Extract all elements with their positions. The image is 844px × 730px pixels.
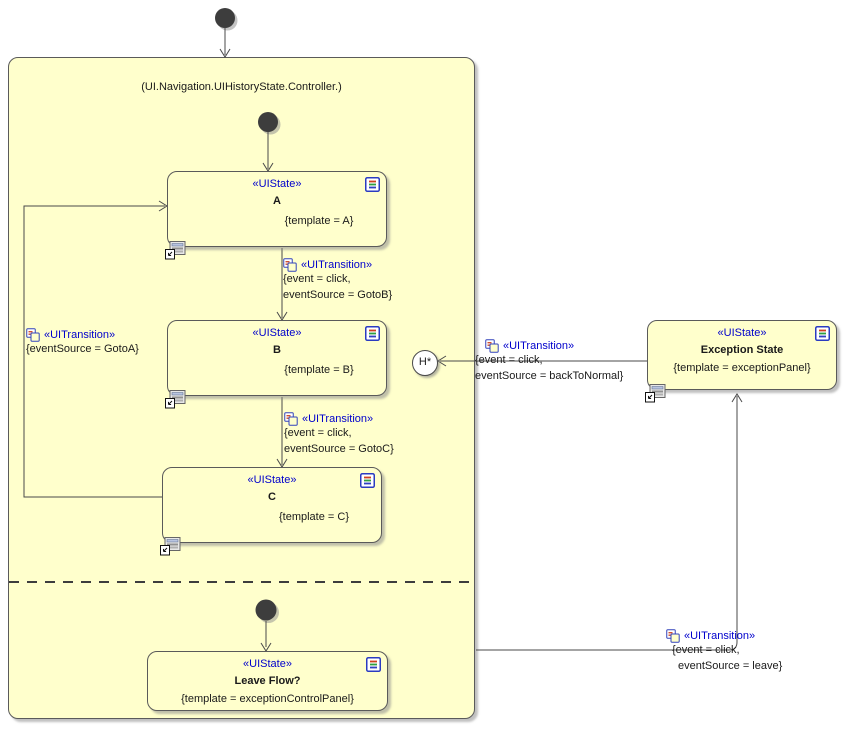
initial-state-dot-outer[interactable] (215, 8, 238, 58)
state-template-constraint: {template = exceptionPanel} (673, 362, 811, 374)
state-stereotype: «UIState» (252, 327, 302, 339)
transition-icon (666, 628, 680, 643)
state-c[interactable]: «UIState» C {template = C} (160, 467, 382, 556)
submachine-link-icon[interactable] (165, 390, 186, 409)
specification-icon[interactable] (815, 326, 830, 341)
edge-controller-to-exception[interactable] (476, 393, 743, 651)
specification-icon[interactable] (360, 473, 375, 488)
state-name: A (273, 195, 281, 207)
composite-state-title: (UI.Navigation.UIHistoryState.Controller… (141, 81, 342, 93)
state-stereotype: «UIState» (717, 327, 767, 339)
state-name: B (273, 344, 281, 356)
transition-icon (26, 327, 40, 342)
specification-icon[interactable] (366, 657, 381, 672)
state-a[interactable]: «UIState» A {template = A} (165, 171, 387, 260)
arrowhead (731, 393, 743, 403)
submachine-link-icon[interactable] (165, 241, 186, 260)
state-stereotype: «UIState» (247, 474, 297, 486)
submachine-link-icon[interactable] (645, 384, 666, 403)
state-template-constraint: {template = exceptionControlPanel} (181, 693, 354, 705)
specification-icon[interactable] (365, 177, 380, 192)
transition-icon (283, 257, 297, 272)
transition-constraint: eventSource = backToNormal} (475, 369, 624, 382)
transition-constraint: eventSource = leave} (678, 659, 783, 672)
state-leave-flow[interactable]: «UIState» Leave Flow? {template = except… (147, 651, 388, 711)
transition-icon (284, 411, 298, 426)
transition-stereotype: «UITransition» (503, 339, 575, 352)
transition-stereotype: «UITransition» (684, 629, 756, 642)
state-template-constraint: {template = C} (278, 511, 350, 523)
transition-icon (485, 338, 499, 353)
deep-history-state[interactable]: H* (412, 350, 438, 376)
state-exception[interactable]: «UIState» Exception State {template = ex… (645, 320, 837, 403)
transition-stereotype: «UITransition» (301, 258, 373, 271)
transition-constraint: {event = click, (475, 354, 543, 366)
specification-icon[interactable] (365, 326, 380, 341)
transition-label-b-to-c[interactable]: «UITransition» {event = click, eventSour… (284, 411, 394, 457)
submachine-link-icon[interactable] (160, 537, 181, 556)
state-stereotype: «UIState» (243, 658, 292, 670)
transition-constraint: eventSource = GotoB} (283, 288, 393, 301)
state-name: Leave Flow? (234, 675, 301, 687)
state-b[interactable]: «UIState» B {template = B} (165, 320, 387, 409)
state-name: Exception State (700, 344, 784, 356)
transition-stereotype: «UITransition» (302, 412, 374, 425)
transition-label-c-to-a[interactable]: «UITransition» {eventSource = GotoA} (26, 327, 139, 358)
state-template-constraint: {template = A} (284, 215, 354, 227)
deep-history-label: H* (418, 356, 432, 368)
transition-constraint: {event = click, (672, 644, 740, 656)
transition-constraint: {eventSource = GotoA} (26, 343, 139, 355)
state-stereotype: «UIState» (252, 178, 302, 190)
transition-label-leave[interactable]: «UITransition» {event = click, eventSour… (666, 628, 782, 674)
transition-constraint: {event = click, (283, 273, 351, 285)
arrowhead (219, 48, 231, 58)
transition-label-exception-to-history[interactable]: «UITransition» {event = click, eventSour… (475, 338, 623, 384)
transition-label-a-to-b[interactable]: «UITransition» {event = click, eventSour… (283, 257, 392, 303)
transition-constraint: eventSource = GotoC} (284, 442, 394, 455)
state-template-constraint: {template = B} (284, 364, 354, 376)
transition-stereotype: «UITransition» (44, 328, 116, 341)
transition-constraint: {event = click, (284, 427, 352, 439)
state-name: C (268, 491, 276, 503)
